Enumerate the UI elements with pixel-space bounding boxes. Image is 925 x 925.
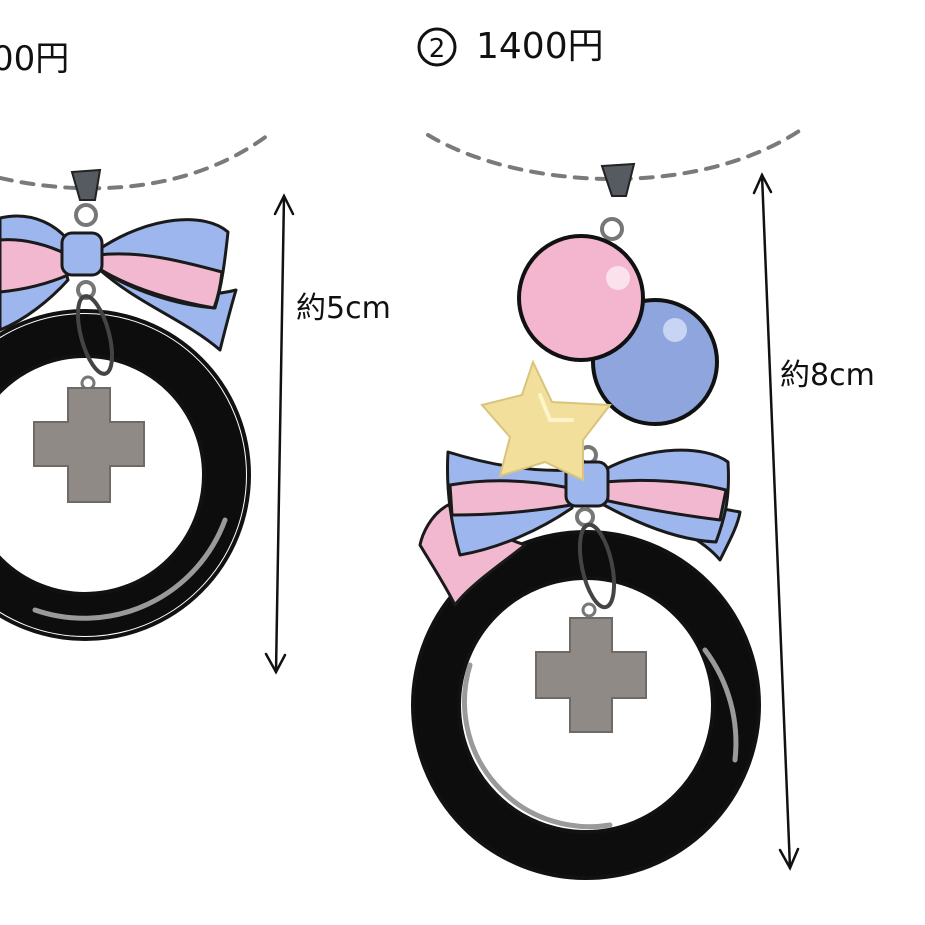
left-double-arrow-icon <box>264 193 295 675</box>
right-size-label: 約8cm <box>780 358 875 393</box>
left-item: 00円 <box>0 39 391 675</box>
right-chain <box>426 125 807 181</box>
left-cross-charm-icon <box>33 375 145 503</box>
right-cross-charm-icon <box>535 602 647 733</box>
left-price-label: 00円 <box>0 39 69 79</box>
right-star-charm-icon <box>480 359 612 482</box>
right-ring-icon <box>411 530 761 880</box>
number-circle <box>417 27 457 67</box>
right-number-mark: 2 <box>429 34 446 64</box>
right-jump-ring <box>577 522 617 610</box>
right-pink-bead-icon <box>517 234 645 362</box>
left-bow-icon <box>0 214 238 352</box>
right-double-arrow-icon <box>752 172 800 871</box>
left-size-label: 約5cm <box>296 291 391 326</box>
left-ring-icon <box>0 309 251 641</box>
left-jump-ring <box>75 294 115 376</box>
left-chain <box>0 130 274 191</box>
right-bow-icon <box>418 448 742 607</box>
right-bail-icon <box>600 162 636 241</box>
right-price-label: 1400円 <box>476 26 604 67</box>
right-small-ring <box>575 507 595 527</box>
right-item: 2 1400円 <box>411 26 875 880</box>
